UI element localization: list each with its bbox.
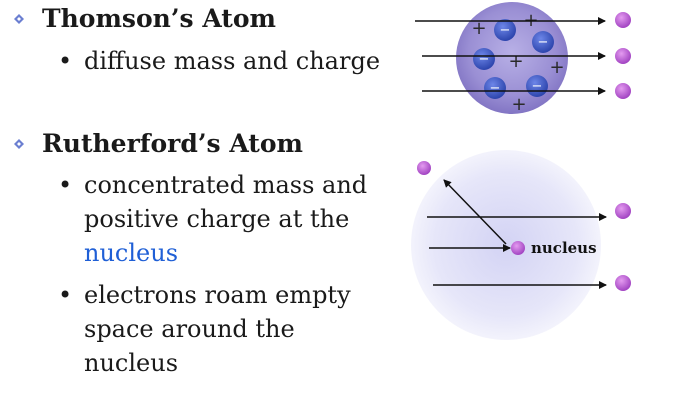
bullet-line: space around the xyxy=(84,315,295,343)
electron-icon: − xyxy=(526,75,548,97)
svg-text:−: − xyxy=(538,35,549,50)
nucleus-label: nucleus xyxy=(531,239,597,257)
rutherford-bullet-electrons: • electrons roam empty space around the … xyxy=(58,278,351,380)
positive-charge-icon: + xyxy=(549,57,564,78)
svg-text:−: − xyxy=(500,23,511,38)
electron-icon: − xyxy=(484,77,506,99)
electron-icon: − xyxy=(473,48,495,70)
thomson-bullet: • diffuse mass and charge xyxy=(58,44,380,78)
nucleus-link[interactable]: nucleus xyxy=(84,239,179,267)
positive-charge-icon: + xyxy=(508,51,523,72)
nucleus-icon xyxy=(511,241,525,255)
alpha-particle-icon xyxy=(615,203,631,219)
svg-text:−: − xyxy=(479,52,490,67)
thomson-title: Thomson’s Atom xyxy=(42,4,276,33)
bullet-dot: • xyxy=(58,281,73,309)
positive-charge-icon: + xyxy=(511,94,526,115)
bullet-line: positive charge at the xyxy=(84,205,350,233)
bullet-line: electrons roam empty xyxy=(84,281,351,309)
electron-icon: − xyxy=(494,19,516,41)
diamond-bullet-icon xyxy=(14,138,24,149)
bullet-line: nucleus xyxy=(84,349,179,377)
bullet-dot: • xyxy=(58,171,73,199)
svg-text:−: − xyxy=(532,79,543,94)
alpha-particle-icon xyxy=(615,275,631,291)
electron-icon: − xyxy=(532,31,554,53)
svg-text:−: − xyxy=(490,81,501,96)
bullet-dot: • xyxy=(58,47,73,75)
thomson-atom-diagram: − − − − − + + + + + xyxy=(415,2,631,115)
rutherford-bullet-mass: • concentrated mass and positive charge … xyxy=(58,168,367,270)
rutherford-atom-diagram: nucleus xyxy=(411,150,631,340)
rutherford-heading: Rutherford’s Atom xyxy=(14,131,303,156)
alpha-particle-icon xyxy=(615,12,631,28)
rutherford-title: Rutherford’s Atom xyxy=(42,129,303,158)
thomson-bullet-text: diffuse mass and charge xyxy=(84,47,381,75)
alpha-particle-icon xyxy=(615,48,631,64)
deflected-path-arrow xyxy=(443,179,507,245)
alpha-particle-icon xyxy=(615,83,631,99)
thomson-heading: Thomson’s Atom xyxy=(14,6,276,31)
diamond-bullet-icon xyxy=(14,13,24,24)
positive-charge-icon: + xyxy=(471,18,486,39)
alpha-particle-icon xyxy=(417,161,431,175)
bullet-line: concentrated mass and xyxy=(84,171,368,199)
